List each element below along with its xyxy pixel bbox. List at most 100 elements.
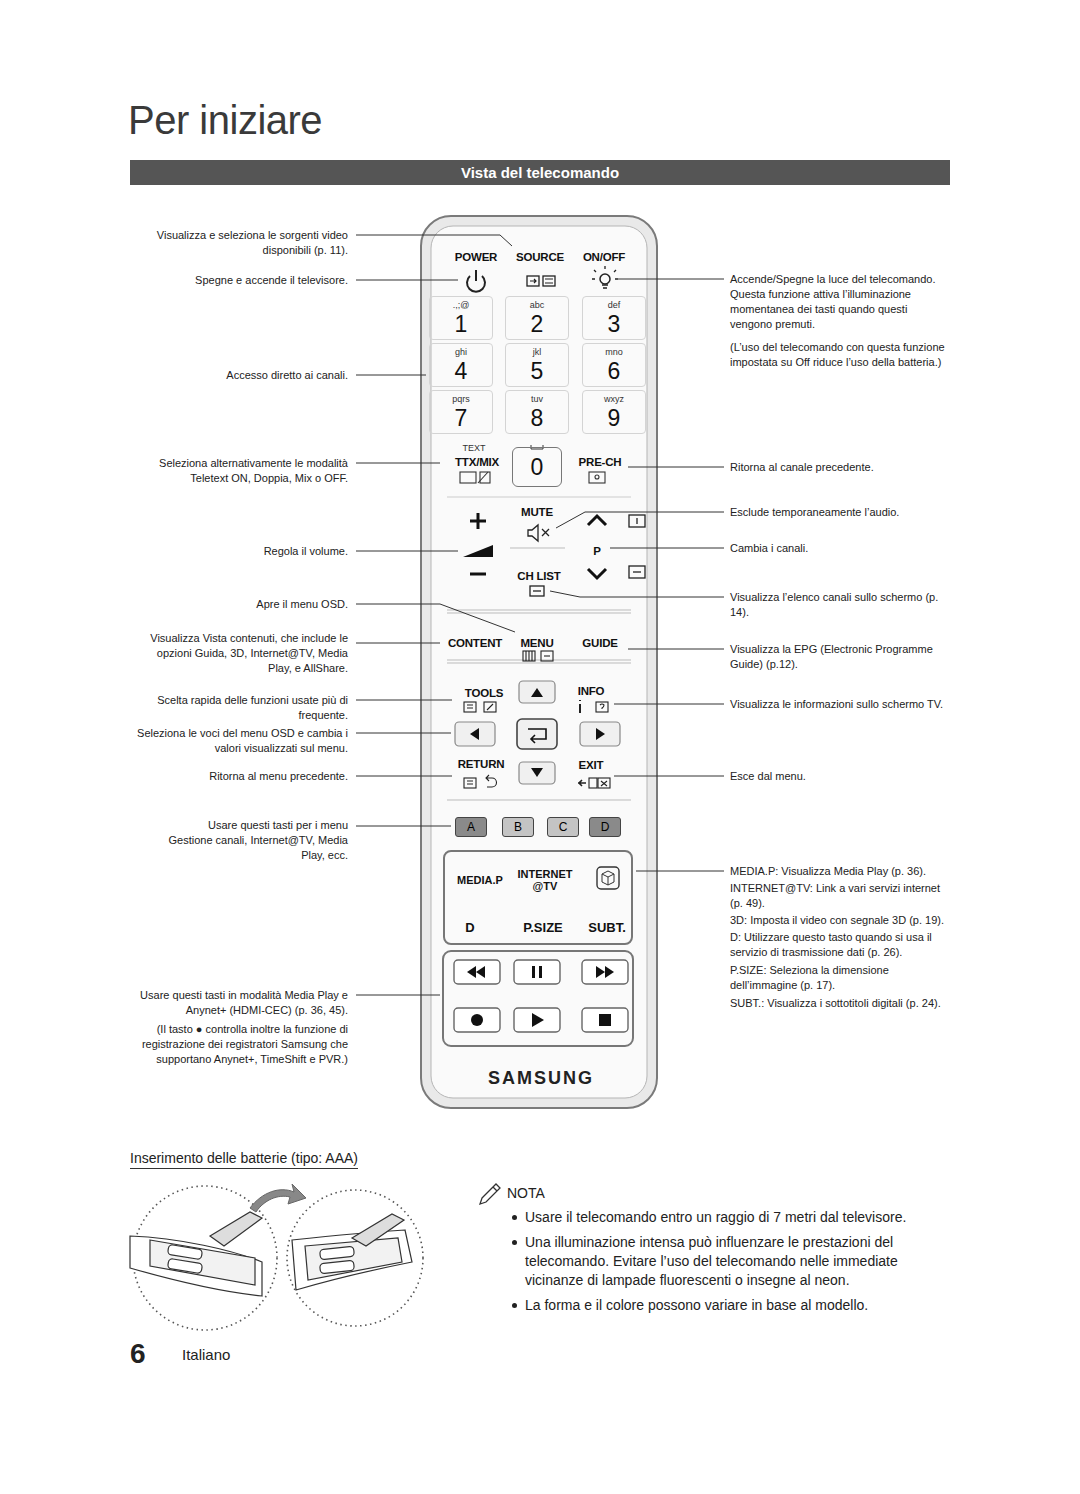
number-key: abc2: [505, 296, 569, 340]
leader-line: [356, 826, 451, 827]
number-key: mno6: [582, 343, 646, 387]
callout-text: Seleziona alternativamente le modalità T…: [128, 456, 348, 486]
node-text: 7: [455, 405, 468, 431]
leader-line: [636, 871, 724, 872]
callout-text: Esclude temporaneamente l’audio.: [730, 505, 950, 520]
leader-line: [356, 733, 451, 734]
callout-text: (Il tasto ● controlla inoltre la funzion…: [113, 1022, 348, 1067]
node-text: C: [559, 820, 568, 834]
node-text: 6: [608, 358, 621, 384]
note-heading: NOTA: [507, 1185, 545, 1201]
callout-text: Visualizza Vista contenuti, che include …: [133, 631, 348, 676]
leader-line: [356, 551, 458, 552]
page-number: 6: [130, 1338, 146, 1370]
button-label: EXIT: [579, 759, 604, 771]
number-key: wxyz9: [582, 390, 646, 434]
leader-line: [610, 548, 724, 549]
letter-group: abc: [530, 300, 545, 311]
callout-text: Usare questi tasti in modalità Media Pla…: [113, 988, 348, 1018]
callout-text: Esce dal menu.: [730, 769, 950, 784]
letter-group: def: [608, 300, 621, 311]
node-text: D: [601, 820, 610, 834]
number-key: def3: [582, 296, 646, 340]
button-label: ON/OFF: [583, 251, 625, 263]
letter-group: mno: [605, 347, 623, 358]
letter-group: tuv: [531, 394, 543, 405]
letter-group: .,;@: [453, 300, 470, 311]
number-key: pqrs7: [429, 390, 493, 434]
button-label: MEDIA.P: [457, 874, 503, 886]
callout-text: Accesso diretto ai canali.: [128, 368, 348, 383]
callout-text: MEDIA.P: Visualizza Media Play (p. 36).: [730, 864, 950, 879]
callout-text: Cambia i canali.: [730, 541, 950, 556]
button-label: RETURN: [458, 758, 505, 770]
leader-line: [618, 279, 724, 280]
button-label: SUBT.: [588, 920, 626, 935]
function-panel: MEDIA.PINTERNET @TVDP.SIZESUBT.: [443, 850, 633, 945]
callout-text: Visualizza e seleziona le sorgenti video…: [143, 228, 348, 258]
number-key: 0: [512, 447, 562, 487]
node-text: 1: [455, 311, 468, 337]
remote-body: SAMSUNG.,;@1abc2def3ghi4jkl5mno6pqrs7tuv…: [420, 215, 658, 1110]
number-key: jkl5: [505, 343, 569, 387]
node-text: 2: [531, 311, 544, 337]
button-label: INFO: [578, 685, 605, 697]
section-band: Vista del telecomando: [130, 160, 950, 185]
button-label: POWER: [455, 251, 497, 263]
letter-group: ghi: [455, 347, 467, 358]
node-text: 5: [531, 358, 544, 384]
callout-text: Ritorna al canale precedente.: [730, 460, 950, 475]
letter-group: jkl: [533, 347, 542, 358]
leader-line: [356, 375, 426, 376]
leader-line: [356, 700, 452, 701]
color-button: C: [547, 817, 579, 837]
color-button: A: [455, 817, 487, 837]
callout-text: D: Utilizzare questo tasto quando si usa…: [730, 930, 950, 960]
callout-text: Visualizza l’elenco canali sullo schermo…: [730, 590, 950, 620]
leader-line: [356, 604, 515, 632]
callout-text: Visualizza le informazioni sullo schermo…: [730, 697, 950, 712]
button-label: INTERNET @TV: [510, 868, 580, 892]
button-label: GUIDE: [582, 637, 617, 649]
note-text: La forma e il colore possono variare in …: [525, 1296, 955, 1315]
button-label: P.SIZE: [523, 920, 563, 935]
number-key: tuv8: [505, 390, 569, 434]
note-text: Una illuminazione intensa può influenzar…: [525, 1233, 955, 1290]
leader-line: [356, 643, 440, 644]
button-label: CH LIST: [517, 570, 560, 582]
button-label: P: [593, 545, 600, 557]
button-label: TEXT: [462, 443, 485, 453]
leader-line: [628, 649, 724, 650]
button-label: TTX/MIX: [455, 456, 499, 468]
node-text: 4: [455, 358, 468, 384]
button-label: PRE-CH: [579, 456, 622, 468]
button-label: MENU: [520, 637, 553, 649]
button-label: CONTENT: [448, 637, 502, 649]
node-text: Vista del telecomando: [461, 164, 619, 181]
callout-text: P.SIZE: Seleziona la dimensione dell’imm…: [730, 963, 950, 993]
leader-line: [356, 463, 440, 464]
leader-line: [356, 995, 440, 996]
callout-text: 3D: Imposta il video con segnale 3D (p. …: [730, 913, 950, 928]
node-text: B: [514, 820, 522, 834]
leader-line: [628, 467, 724, 468]
leader-line: [614, 776, 724, 777]
page-title: Per iniziare: [128, 98, 322, 143]
letter-group: pqrs: [452, 394, 470, 405]
button-label: SOURCE: [516, 251, 564, 263]
callout-text: Apre il menu OSD.: [128, 597, 348, 612]
callout-text: Seleziona le voci del menu OSD e cambia …: [128, 726, 348, 756]
callout-text: Regola il volume.: [128, 544, 348, 559]
leader-line: [356, 280, 458, 281]
callout-text: Ritorna al menu precedente.: [128, 769, 348, 784]
color-button: B: [502, 817, 534, 837]
node-text: 3: [608, 311, 621, 337]
callout-text: (L’uso del telecomando con questa funzio…: [730, 340, 950, 370]
color-button: D: [589, 817, 621, 837]
leader-line: [614, 704, 724, 705]
note-text: Usare il telecomando entro un raggio di …: [525, 1208, 955, 1227]
section-heading: Inserimento delle batterie (tipo: AAA): [130, 1150, 358, 1169]
leader-line: [550, 591, 724, 597]
callout-text: SUBT.: Visualizza i sottotitoli digitali…: [730, 996, 950, 1011]
